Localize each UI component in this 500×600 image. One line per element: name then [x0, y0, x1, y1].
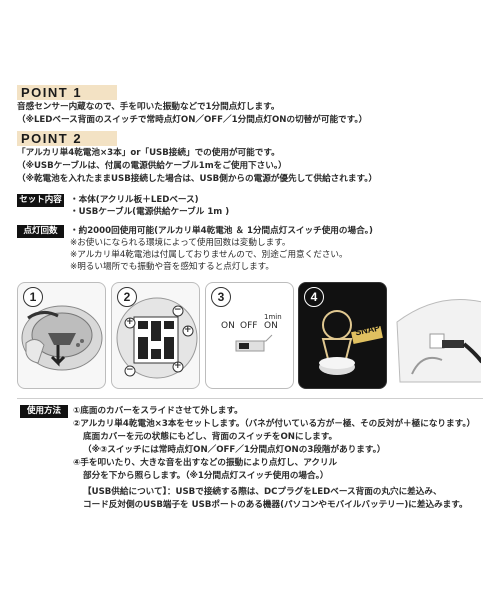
step-3-number: 3	[211, 287, 231, 307]
section-divider	[17, 398, 483, 399]
step-2-panel: 2 + − − + +	[111, 282, 200, 389]
step-3-panel: 3 1min ON OFF ON	[205, 282, 294, 389]
lighting-illustration	[319, 310, 383, 375]
plus-sign-1: +	[126, 317, 134, 327]
point-1-line-2: （※LEDベース背面のスイッチで常時点灯ON／OFF／1分間点灯ONの切替が可能…	[17, 115, 368, 125]
step-2-number: 2	[117, 287, 137, 307]
usage-line-7: 【USB供給について】：USBで接続する際は、DCプラグをLEDベース背面の丸穴…	[83, 487, 442, 497]
point-2-heading: POINT 2	[17, 131, 117, 146]
count-line-3: ※アルカリ単4乾電池は付属しておりませんので、別途ご用意ください。	[70, 250, 348, 260]
minus-sign-2: −	[126, 365, 134, 375]
usb-plug-illustration	[396, 299, 481, 383]
step-4-number: 4	[304, 287, 324, 307]
step-1-number: 1	[23, 287, 43, 307]
point-1-heading: POINT 1	[17, 85, 117, 100]
step-4-panel: 4 SNAP	[298, 282, 387, 389]
switch-off-label: OFF	[240, 321, 258, 331]
step-1-panel: 1	[17, 282, 106, 389]
usage-line-8: コード反対側のUSB端子を USBポートのある機器(パソコンやモバイルバッテリー…	[83, 500, 468, 510]
count-line-2: ※お使いになられる環境によって使用回数は変動します。	[70, 238, 291, 248]
usage-line-2: ②アルカリ単4乾電池×3本をセットします。（バネが付いている方が－極、その反対が…	[73, 419, 476, 429]
usage-line-6: 部分を下から照らします。（※1分間点灯スイッチ使用の場合。）	[83, 471, 329, 481]
set-contents-label: セット内容	[17, 194, 64, 207]
count-line-4: ※明るい場所でも振動や音を感知すると点灯します。	[70, 262, 274, 272]
count-line-1: ・約2000回使用可能(アルカリ単4乾電池 ＆ 1分間点灯スイッチ使用の場合。)	[70, 226, 373, 236]
minus-sign-1: −	[174, 305, 182, 315]
set-contents-line-2: ・USBケーブル(電源供給ケーブル 1m )	[70, 207, 230, 217]
switch-1min-on-label: ON	[264, 321, 278, 331]
usb-panel	[392, 282, 481, 389]
usage-line-1: ①底面のカバーをスライドさせて外します。	[73, 406, 243, 416]
usage-line-3: 底面カバーを元の状態にもどし、背面のスイッチをONにします。	[83, 432, 338, 442]
point-2-line-3: （※乾電池を入れたままUSB接続した場合は、USB側からの電源が優先して供給され…	[17, 174, 378, 184]
point-2-line-2: （※USBケーブルは、付属の電源供給ケーブル1mをご使用下さい。）	[17, 161, 287, 171]
battery-insert-illustration	[116, 297, 198, 379]
switch-on-label: ON	[221, 321, 235, 331]
point-2-line-1: 「アルカリ単4乾電池×3本」or「USB接続」での使用が可能です。	[17, 148, 280, 158]
switch-illustration	[235, 334, 273, 352]
plus-sign-2: +	[174, 361, 182, 371]
slide-cover-illustration	[21, 305, 103, 371]
usage-line-4: （※③スイッチには常時点灯ON／OFF／1分間点灯ONの3段階があります。）	[83, 445, 386, 455]
plus-sign-3: +	[184, 325, 192, 335]
set-contents-line-1: ・本体(アクリル板＋LEDベース)	[70, 195, 199, 205]
point-1-line-1: 音感センサー内蔵なので、手を叩いた振動などで1分間点灯します。	[17, 102, 280, 112]
lighting-count-label: 点灯回数	[17, 225, 64, 238]
usage-label: 使用方法	[20, 405, 68, 418]
usage-line-5: ④手を叩いたり、大きな音を出すなどの振動により点灯し、アクリル	[73, 458, 338, 468]
switch-1min-label: 1min	[264, 313, 282, 321]
